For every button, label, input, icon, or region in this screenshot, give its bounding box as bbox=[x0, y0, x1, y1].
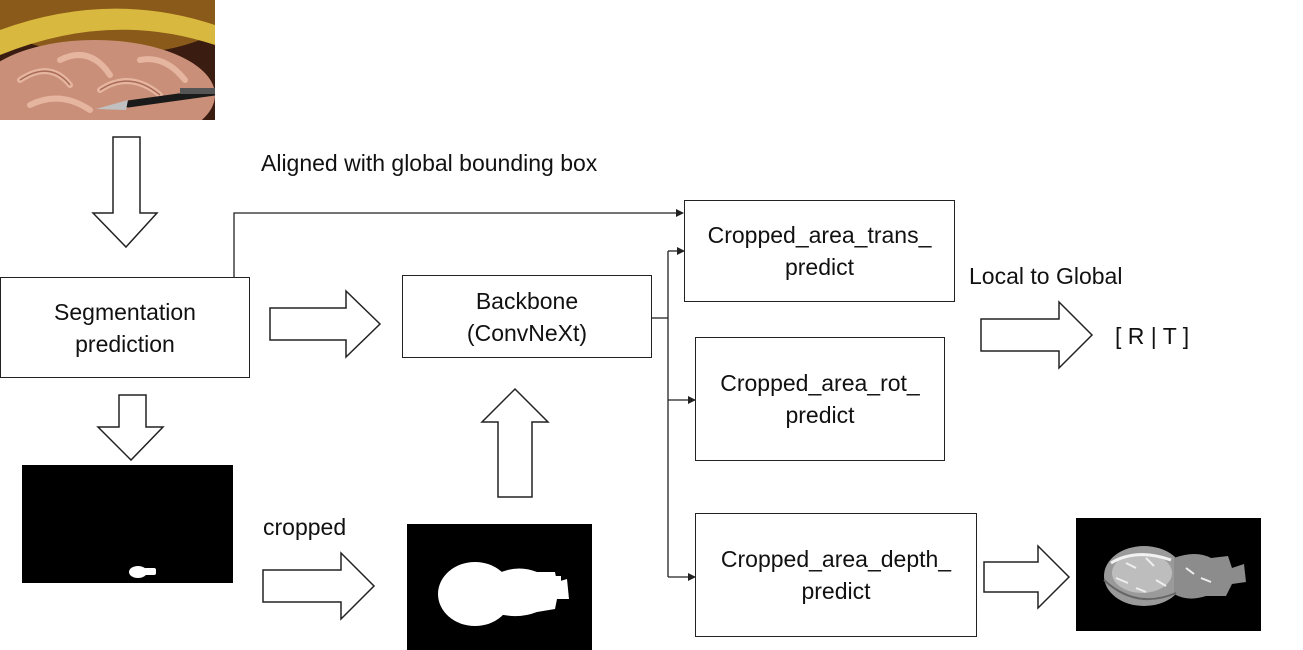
cropped-label: cropped bbox=[263, 514, 347, 540]
backbone-box: Backbone (ConvNeXt) bbox=[402, 275, 652, 358]
trans-predict-box: Cropped_area_trans_ predict bbox=[684, 200, 955, 302]
surgical-photo-drawing bbox=[0, 0, 215, 120]
backbone-sublabel: (ConvNeXt) bbox=[466, 319, 588, 346]
surgical-photo bbox=[0, 0, 215, 120]
trans-predict-label: Cropped_area_trans_ predict bbox=[707, 222, 932, 280]
rot-predict-box: Cropped_area_rot_ predict bbox=[695, 337, 945, 461]
mask-image-drawing bbox=[129, 566, 156, 578]
depth-image bbox=[1076, 518, 1261, 631]
depth-predict-label: Cropped_area_depth_ predict bbox=[720, 546, 952, 604]
hollow-arrow-down-2 bbox=[96, 394, 165, 462]
cropped-mask-image bbox=[407, 524, 592, 650]
rot-predict-label: Cropped_area_rot_ predict bbox=[720, 370, 920, 428]
hollow-arrow-right-2 bbox=[262, 551, 376, 621]
hollow-arrow-right-1 bbox=[269, 289, 382, 359]
hollow-arrow-up bbox=[480, 387, 550, 498]
segmentation-label: Segmentation prediction bbox=[54, 298, 196, 357]
aligned-label: Aligned with global bounding box bbox=[261, 150, 598, 176]
hollow-arrow-down-1 bbox=[91, 136, 159, 249]
mask-image bbox=[22, 465, 233, 583]
local-to-global-label: Local to Global bbox=[969, 263, 1123, 289]
segmentation-box: Segmentation prediction bbox=[0, 277, 250, 378]
depth-image-drawing bbox=[1103, 546, 1246, 606]
output-label: [ R | T ] bbox=[1115, 323, 1190, 349]
cropped-mask-drawing bbox=[438, 562, 569, 626]
aligned-connector bbox=[233, 209, 684, 277]
hollow-arrow-right-4 bbox=[983, 544, 1071, 610]
hollow-arrow-right-3 bbox=[980, 300, 1094, 370]
backbone-label: Backbone bbox=[475, 287, 579, 314]
depth-predict-box: Cropped_area_depth_ predict bbox=[695, 513, 977, 637]
